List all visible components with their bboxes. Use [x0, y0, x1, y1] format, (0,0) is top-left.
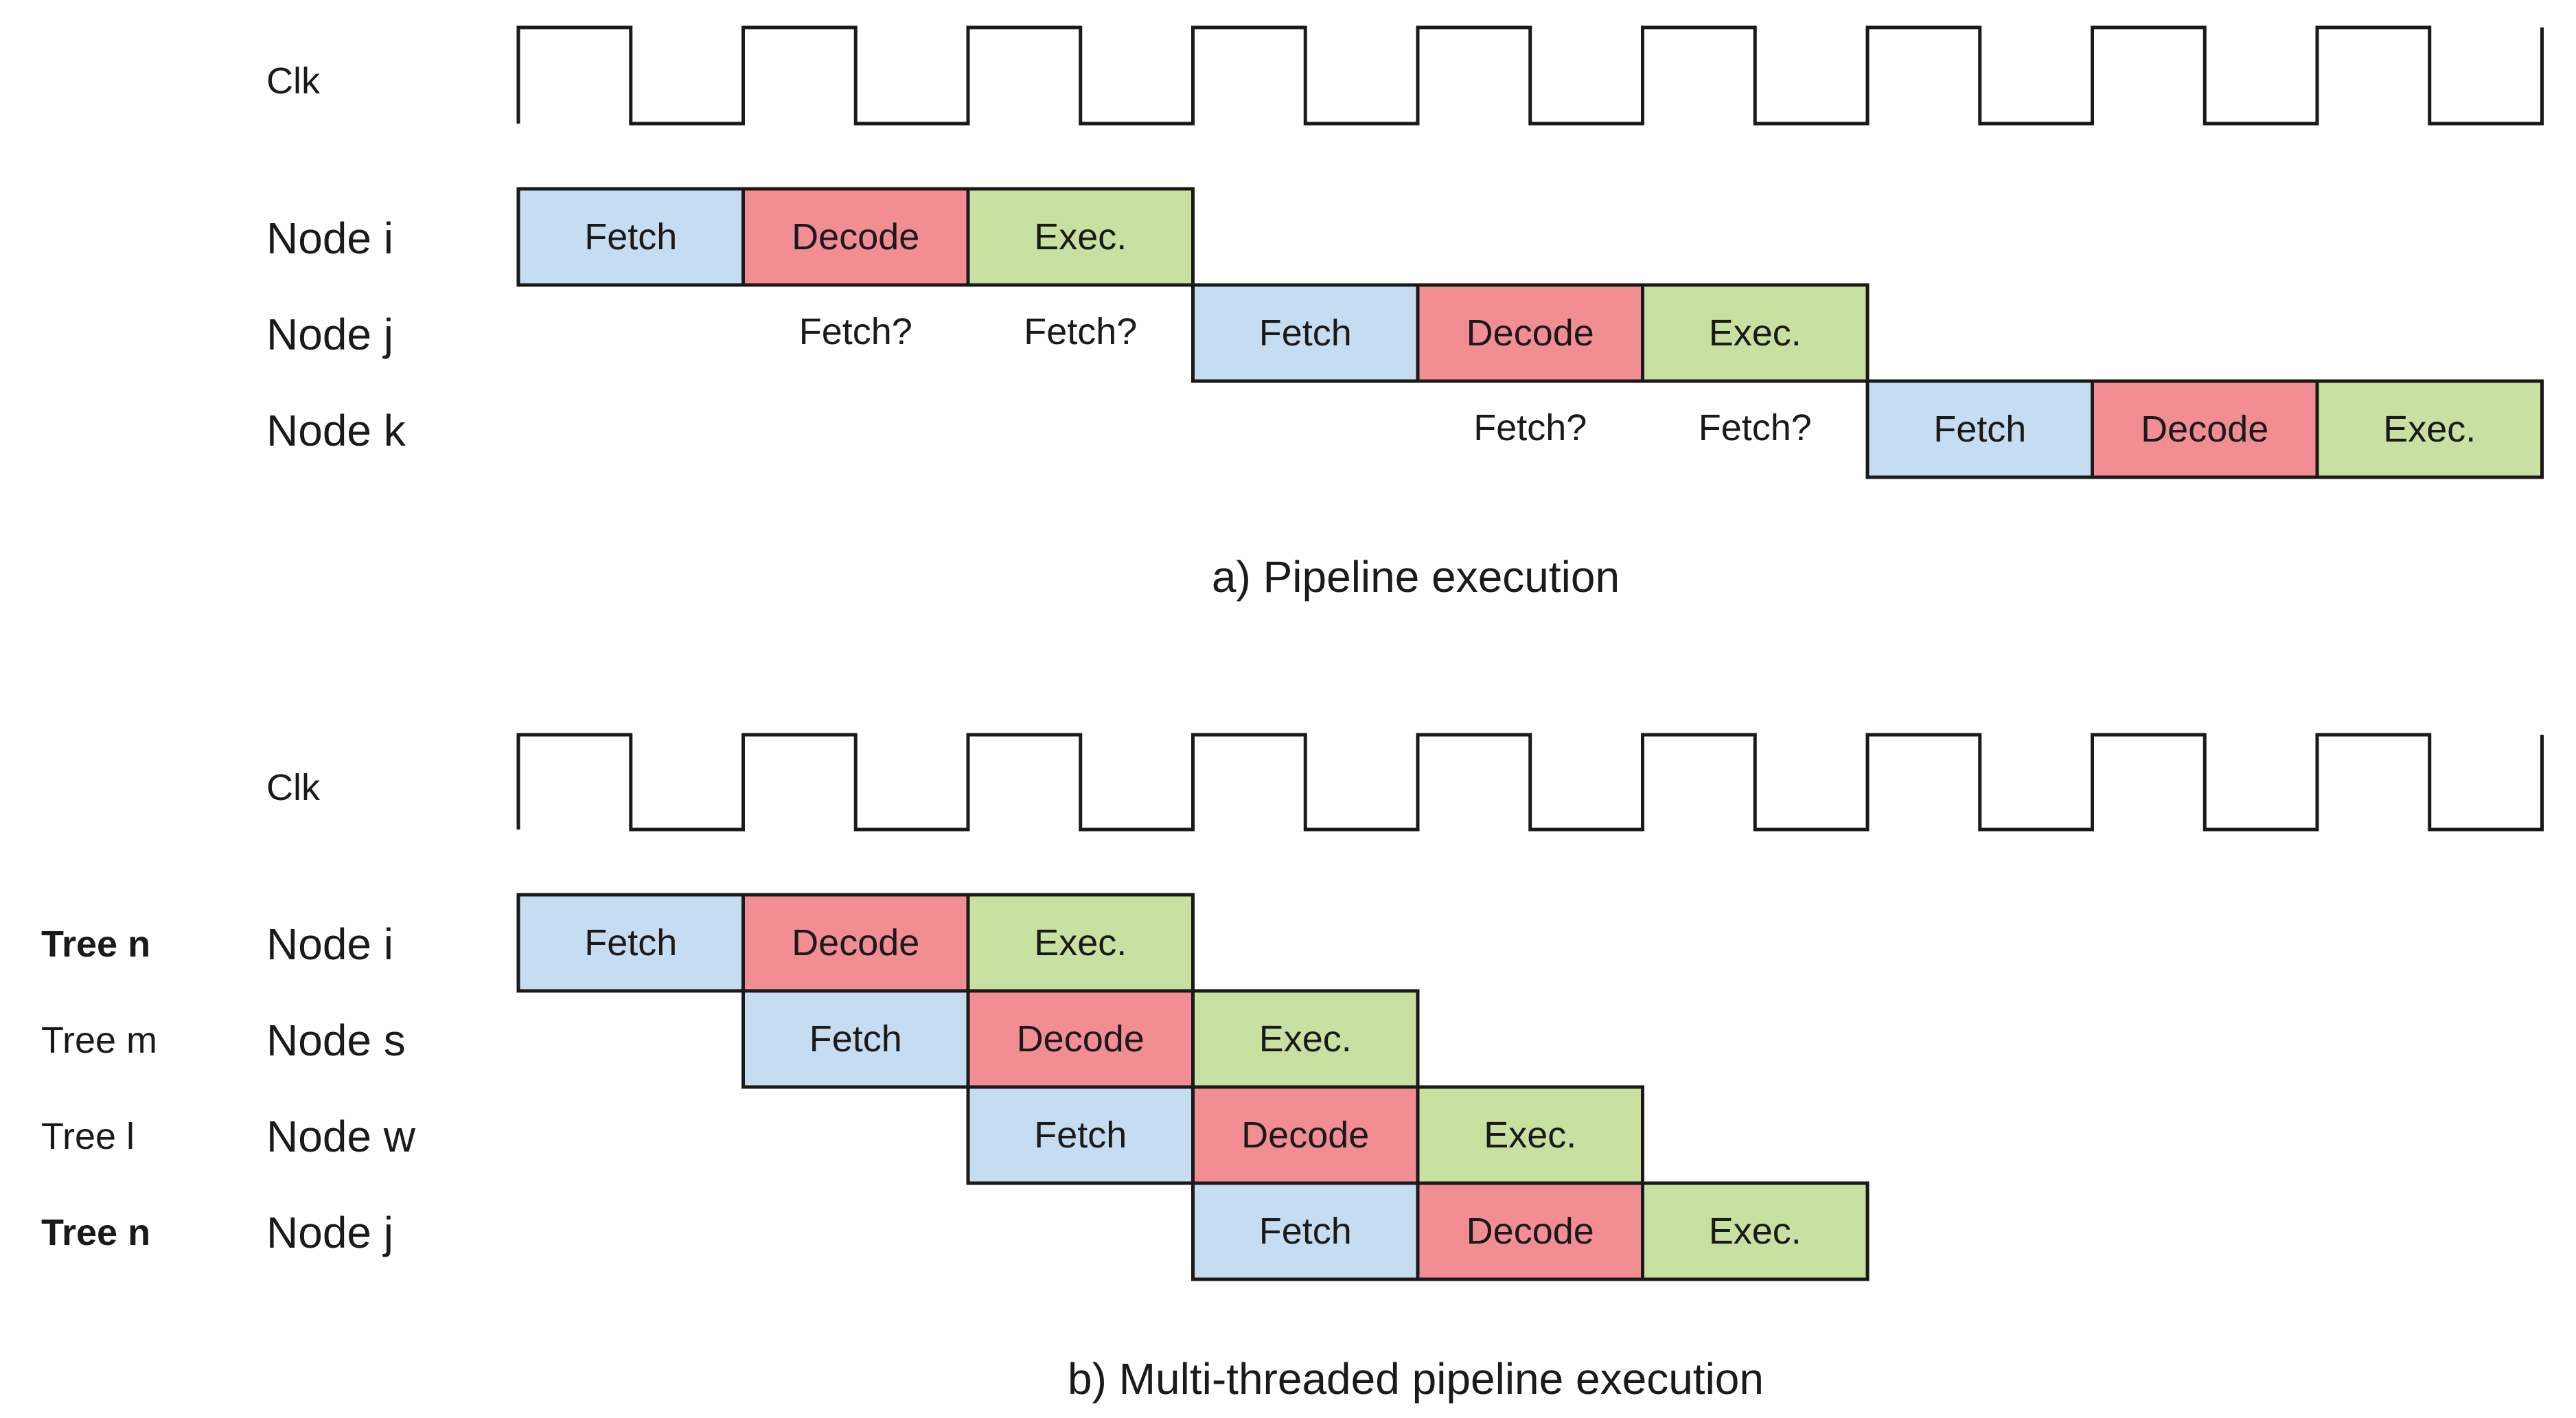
speculative-fetch-label: Fetch?	[799, 311, 912, 352]
stage-decode: Decode	[1416, 1181, 1644, 1281]
stage-box-fetch	[1865, 379, 2094, 479]
stage-box-decode	[1416, 1181, 1644, 1281]
caption-b: b) Multi-threaded pipeline execution	[1068, 1354, 1764, 1404]
stage-decode: Decode	[1191, 1085, 1420, 1185]
stage-box-exec	[1641, 1181, 1870, 1281]
stage-fetch: Fetch	[516, 187, 745, 287]
stage-label-decode: Decode	[1017, 1018, 1145, 1060]
stage-label-decode: Decode	[2141, 409, 2268, 450]
stage-decode: Decode	[966, 989, 1195, 1089]
stage-decode: Decode	[2091, 379, 2319, 479]
stage-box-decode	[966, 989, 1195, 1089]
stage-fetch: Fetch	[516, 893, 745, 993]
node-label: Node j	[266, 310, 393, 359]
stage-fetch: Fetch	[966, 1085, 1195, 1185]
stage-exec: Exec.	[1641, 1181, 1870, 1281]
stage-label-decode: Decode	[1241, 1114, 1369, 1156]
stage-label-fetch: Fetch	[584, 922, 677, 963]
clock-waveform	[516, 733, 2544, 832]
stage-label-fetch: Fetch	[809, 1018, 902, 1060]
stage-box-fetch	[741, 989, 970, 1089]
thread-row: Tree m Node s Fetch Decode Exec.	[41, 989, 1420, 1089]
stage-fetch: Fetch	[1191, 1181, 1420, 1281]
stage-label-exec: Exec.	[1034, 216, 1127, 258]
stage-box-fetch	[1191, 1181, 1420, 1281]
node-label: Node w	[266, 1112, 416, 1161]
stage-label-decode: Decode	[1467, 1211, 1594, 1252]
node-label: Node i	[266, 919, 393, 969]
thread-row: Tree n Node i Fetch Decode Exec.	[41, 893, 1195, 993]
stage-box-exec	[1416, 1085, 1644, 1185]
stage-box-exec	[1641, 283, 1870, 383]
tree-label: Tree n	[41, 924, 150, 965]
stage-label-decode: Decode	[792, 922, 919, 963]
stage-decode: Decode	[741, 893, 970, 993]
stage-label-exec: Exec.	[1484, 1114, 1576, 1156]
stage-fetch: Fetch	[1191, 283, 1420, 383]
stage-box-decode	[1191, 1085, 1420, 1185]
stage-fetch: Fetch	[741, 989, 970, 1089]
stage-label-exec: Exec.	[1709, 312, 1802, 354]
stage-exec: Exec.	[966, 893, 1195, 993]
pipeline-row: Node i Fetch Decode Exec.	[266, 187, 1195, 287]
stage-label-decode: Decode	[792, 216, 919, 258]
clock-waveform	[516, 25, 2544, 126]
stage-box-exec	[966, 187, 1195, 287]
clock-label: Clk	[266, 767, 321, 808]
stage-box-exec	[2315, 379, 2544, 479]
stage-box-decode	[1416, 283, 1644, 383]
stage-decode: Decode	[1416, 283, 1644, 383]
node-label: Node k	[266, 406, 406, 455]
thread-row: Tree n Node j Fetch Decode Exec.	[41, 1181, 1870, 1281]
stage-label-fetch: Fetch	[1034, 1114, 1127, 1156]
speculative-fetch-label: Fetch?	[1699, 407, 1812, 448]
caption-a: a) Pipeline execution	[1212, 552, 1620, 602]
node-label: Node s	[266, 1016, 406, 1065]
stage-box-exec	[966, 893, 1195, 993]
stage-exec: Exec.	[2315, 379, 2544, 479]
stage-box-decode	[2091, 379, 2319, 479]
node-label: Node i	[266, 214, 393, 263]
stage-box-decode	[741, 187, 970, 287]
stage-label-exec: Exec.	[1259, 1018, 1352, 1060]
tree-label: Tree n	[41, 1212, 150, 1253]
stage-label-fetch: Fetch	[1259, 312, 1352, 354]
speculative-fetch-label: Fetch?	[1024, 311, 1137, 352]
pipeline-row: Node k Fetch Decode Exec. Fetch? Fetch?	[266, 379, 2544, 479]
stage-label-exec: Exec.	[2383, 409, 2476, 450]
stage-label-fetch: Fetch	[1933, 409, 2026, 450]
stage-exec: Exec.	[1416, 1085, 1644, 1185]
node-label: Node j	[266, 1208, 393, 1257]
tree-label: Tree l	[41, 1116, 135, 1157]
stage-label-fetch: Fetch	[1259, 1211, 1352, 1252]
stage-exec: Exec.	[1191, 989, 1420, 1089]
clock-label: Clk	[266, 60, 321, 102]
stage-label-exec: Exec.	[1709, 1211, 1802, 1252]
stage-box-fetch	[516, 187, 745, 287]
tree-label: Tree m	[41, 1020, 157, 1061]
stage-exec: Exec.	[1641, 283, 1870, 383]
stage-box-fetch	[966, 1085, 1195, 1185]
pipeline-row: Node j Fetch Decode Exec. Fetch? Fetch?	[266, 283, 1870, 383]
stage-box-fetch	[516, 893, 745, 993]
stage-fetch: Fetch	[1865, 379, 2094, 479]
speculative-fetch-label: Fetch?	[1473, 407, 1587, 448]
stage-decode: Decode	[741, 187, 970, 287]
stage-label-fetch: Fetch	[584, 216, 677, 258]
stage-label-decode: Decode	[1467, 312, 1594, 354]
thread-row: Tree l Node w Fetch Decode Exec.	[41, 1085, 1644, 1185]
stage-exec: Exec.	[966, 187, 1195, 287]
stage-label-exec: Exec.	[1034, 922, 1127, 963]
